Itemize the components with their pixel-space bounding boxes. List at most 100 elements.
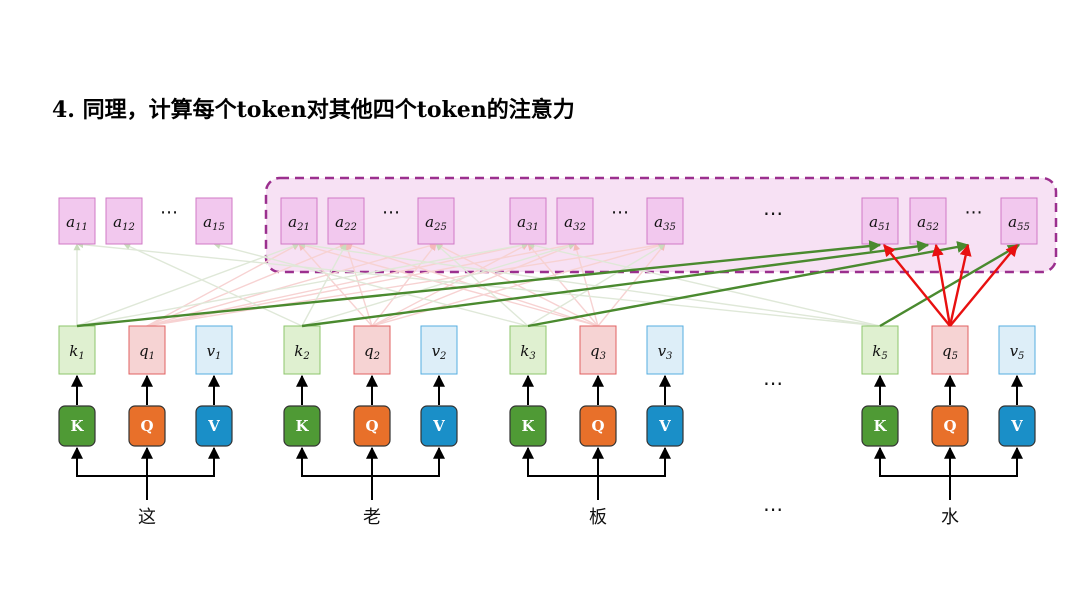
q-matrix-label: Q <box>140 417 153 435</box>
attention-score-label-a32: a32 <box>564 213 586 233</box>
k-matrix-label: K <box>873 417 887 435</box>
background-attention-arrow <box>213 242 529 327</box>
omitted-ellipsis: ⋯ <box>763 497 783 521</box>
attention-score-a15 <box>195 197 233 245</box>
q-matrix-label: Q <box>943 417 956 435</box>
background-attention-arrow <box>146 243 347 327</box>
attention-score-a52 <box>909 197 947 245</box>
v-vector-label-2: v2 <box>432 342 447 362</box>
v-matrix-label: V <box>207 417 220 435</box>
query-to-score-arrow <box>948 243 972 327</box>
k-matrix-3 <box>509 405 547 447</box>
key-to-score-arrow <box>301 240 930 328</box>
attention-score-a32 <box>556 197 594 245</box>
attention-score-label-a35: a35 <box>654 213 676 233</box>
v-matrix-label: V <box>432 417 445 435</box>
token-word: 老 <box>363 507 381 528</box>
background-attention-arrow <box>301 242 576 327</box>
background-attention-arrow <box>527 242 881 327</box>
v-matrix-label: V <box>1010 417 1023 435</box>
attention-score-label-a11: a11 <box>66 213 88 233</box>
background-attention-arrow <box>527 243 599 327</box>
k-vector-2 <box>283 325 321 375</box>
k-matrix-5 <box>861 405 899 447</box>
k-matrix-label: K <box>70 417 84 435</box>
v-matrix-2 <box>420 405 458 447</box>
k-vector-label-5: k5 <box>872 342 887 362</box>
v-vector-2 <box>420 325 458 375</box>
background-attention-arrow <box>298 241 881 327</box>
q-matrix-label: Q <box>591 417 604 435</box>
key-to-score-arrow <box>76 240 882 328</box>
q-matrix-2 <box>353 405 391 447</box>
attention-score-a11 <box>58 197 96 245</box>
q-vector-1 <box>128 325 166 375</box>
token-word: 板 <box>589 507 607 528</box>
k-matrix-label: K <box>295 417 309 435</box>
attention-ellipsis: ⋯ <box>160 202 178 223</box>
token-word: 这 <box>138 507 156 528</box>
attention-score-a31 <box>509 197 547 245</box>
q-vector-label-2: q2 <box>364 342 380 362</box>
attention-score-a35 <box>646 197 684 245</box>
q-vector-3 <box>579 325 617 375</box>
attention-ellipsis: ⋯ <box>965 202 983 223</box>
k-vector-1 <box>58 325 96 375</box>
omitted-ellipsis: ⋯ <box>763 201 783 225</box>
background-attention-arrow <box>123 243 303 327</box>
background-attention-arrow <box>298 243 373 327</box>
attention-ellipsis: ⋯ <box>611 202 629 223</box>
attention-score-a55 <box>1000 197 1038 245</box>
background-attention-arrow <box>597 243 666 327</box>
attention-score-label-a15: a15 <box>203 213 225 233</box>
v-matrix-3 <box>646 405 684 447</box>
k-vector-3 <box>509 325 547 375</box>
q-vector-label-1: q1 <box>139 342 155 362</box>
background-attention-arrow <box>298 242 599 327</box>
k-vector-label-3: k3 <box>520 342 535 362</box>
attention-score-label-a25: a25 <box>425 213 447 233</box>
v-vector-1 <box>195 325 233 375</box>
background-attention-arrow <box>435 243 599 327</box>
attention-score-label-a52: a52 <box>917 213 939 233</box>
background-attention-arrow <box>527 243 666 327</box>
token-word: 水 <box>941 507 959 528</box>
query-to-score-arrow <box>883 244 951 327</box>
k-matrix-1 <box>58 405 96 447</box>
attention-ellipsis: ⋯ <box>382 202 400 223</box>
k-matrix-2 <box>283 405 321 447</box>
q-vector-label-5: q5 <box>942 342 958 362</box>
k-matrix-label: K <box>521 417 535 435</box>
v-matrix-1 <box>195 405 233 447</box>
query-to-score-arrow <box>931 243 952 327</box>
query-to-score-arrow <box>949 244 1018 327</box>
attention-score-a12 <box>105 197 143 245</box>
q-matrix-label: Q <box>365 417 378 435</box>
q-matrix-3 <box>579 405 617 447</box>
background-attention-arrow <box>146 243 300 327</box>
attention-score-a22 <box>327 197 365 245</box>
k-vector-label-1: k1 <box>69 342 84 362</box>
q-vector-2 <box>353 325 391 375</box>
k-vector-label-2: k2 <box>294 342 309 362</box>
v-vector-3 <box>646 325 684 375</box>
q-matrix-1 <box>128 405 166 447</box>
q-matrix-5 <box>931 405 969 447</box>
attention-score-label-a55: a55 <box>1008 213 1030 233</box>
background-attention-arrow <box>76 242 300 327</box>
v-vector-5 <box>998 325 1036 375</box>
attention-score-a25 <box>417 197 455 245</box>
page-title: 4. 同理，计算每个token对其他四个token的注意力 <box>52 97 575 123</box>
v-vector-label-3: v3 <box>658 342 673 362</box>
v-vector-label-5: v5 <box>1010 342 1025 362</box>
attention-score-label-a12: a12 <box>113 213 135 233</box>
background-attention-arrow <box>301 243 347 327</box>
attention-score-label-a22: a22 <box>335 213 357 233</box>
q-vector-label-3: q3 <box>590 342 606 362</box>
key-to-score-arrow <box>879 243 1021 328</box>
attention-score-a21 <box>280 197 318 245</box>
background-attention-arrow <box>371 243 437 327</box>
v-vector-label-1: v1 <box>207 342 222 362</box>
omitted-ellipsis: ⋯ <box>763 371 783 395</box>
